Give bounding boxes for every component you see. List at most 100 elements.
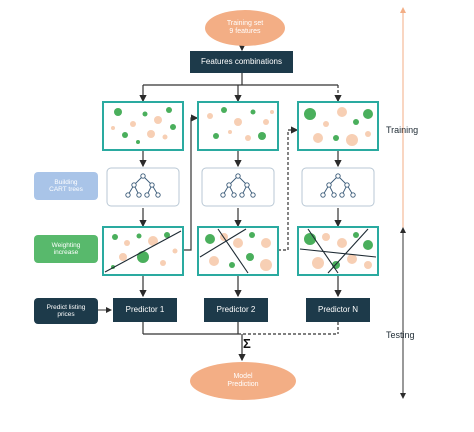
weighted-dot (205, 234, 215, 244)
sample-dot (313, 133, 323, 143)
sample-dot (337, 107, 347, 117)
model-prediction-oval: Model Prediction (190, 362, 296, 400)
tree-node (320, 192, 326, 198)
sum-symbol: Σ (243, 336, 251, 351)
sample-dot (122, 132, 128, 138)
weighted-dot (137, 251, 149, 263)
tree-node (331, 192, 337, 198)
sample-dot (207, 113, 213, 119)
weighted-dot (160, 260, 166, 266)
split-line (104, 230, 182, 273)
weighted-dot (322, 233, 330, 241)
sample-dot (234, 118, 242, 126)
tree-node (244, 182, 250, 188)
tree-node (149, 182, 155, 188)
weighted-dot (229, 262, 235, 268)
cart-tree-icon-1 (125, 173, 161, 198)
predictor-n-label: Predictor N (317, 305, 358, 315)
cart-tree-icon-2 (220, 173, 256, 198)
split-line (327, 228, 369, 274)
cart-tree-box-2 (201, 167, 275, 207)
weighted-dot (148, 236, 158, 246)
sample-dot (162, 134, 168, 140)
sample-dot (270, 110, 274, 114)
sample-dot (304, 108, 316, 120)
tree-node (125, 192, 131, 198)
tree-node (250, 192, 256, 198)
tree-node (226, 182, 232, 188)
sample-dot (245, 135, 251, 141)
weighted-dot (249, 232, 255, 238)
building-cart-trees-label: Building CART trees (34, 172, 98, 200)
weighted-dot (209, 256, 219, 266)
tree-node (231, 192, 237, 198)
testing-phase-label: Testing (386, 330, 415, 340)
sample-dot (111, 126, 115, 130)
weighted-dot (164, 232, 170, 238)
weighted-dot (124, 240, 130, 246)
tree-node (335, 173, 341, 179)
feedback-arrow-1-to-2 (183, 114, 199, 251)
sample-dot (323, 121, 329, 127)
predictor-1-box: Predictor 1 (113, 298, 177, 322)
cart-tree-icon-3 (320, 173, 356, 198)
weighted-dot (363, 240, 373, 250)
weighted-dot (312, 257, 324, 269)
features-combinations-box: Features combinations (190, 51, 293, 73)
predictor-2-label: Predictor 2 (216, 305, 256, 315)
tree-node (220, 192, 226, 198)
weighted-dot (112, 234, 118, 240)
sample-dot (363, 109, 373, 119)
weighted-dot (136, 233, 142, 239)
split-line (217, 228, 249, 274)
weighted-dot (337, 238, 347, 248)
predictor-n-box: Predictor N (306, 298, 370, 322)
weighted-dot (261, 238, 271, 248)
tree-node (344, 182, 350, 188)
tree-node (339, 192, 345, 198)
sample-dot (136, 140, 140, 144)
split-line (299, 248, 377, 258)
feedback-arrow-2-to-n (278, 126, 299, 251)
sample-dot (250, 109, 256, 115)
tree-node (239, 192, 245, 198)
sample-dot (353, 119, 359, 125)
split-line (199, 228, 247, 258)
sample-dot (333, 135, 339, 141)
training-set-label: Training set 9 features (226, 19, 264, 35)
sample-dot (166, 107, 172, 113)
building-cart-trees-text: Building CART trees (49, 178, 83, 193)
weighted-dot (353, 232, 359, 238)
sample-dot (365, 131, 371, 137)
tree-node (155, 192, 161, 198)
tree-node (140, 173, 146, 179)
tree-node (326, 182, 332, 188)
weighting-increase-label: Weighting increase (34, 235, 98, 263)
sample-dot (258, 132, 266, 140)
sample-dot (228, 130, 232, 134)
cart-tree-box-1 (106, 167, 180, 207)
model-prediction-label: Model Prediction (227, 372, 259, 388)
sample-dot (130, 121, 136, 127)
tree-node (350, 192, 356, 198)
predictor-1-label: Predictor 1 (125, 305, 165, 315)
tree-node (144, 192, 150, 198)
sample-dot (170, 124, 176, 130)
weighted-dot (347, 254, 357, 264)
training-phase-label: Training (386, 125, 419, 135)
tree-node (235, 173, 241, 179)
sample-dot (346, 134, 358, 146)
weighted-dot (246, 253, 254, 261)
sample-dot (213, 133, 219, 139)
weighted-dot (233, 238, 243, 248)
sample-dot (263, 119, 269, 125)
weighted-dot (172, 248, 178, 254)
weighted-dot (364, 261, 372, 269)
features-combinations-label: Features combinations (201, 57, 282, 67)
predict-listing-prices-text: Predict listing prices (46, 303, 86, 318)
sample-dot (147, 130, 155, 138)
predictor-2-box: Predictor 2 (204, 298, 268, 322)
predict-listing-prices-label: Predict listing prices (34, 298, 98, 324)
